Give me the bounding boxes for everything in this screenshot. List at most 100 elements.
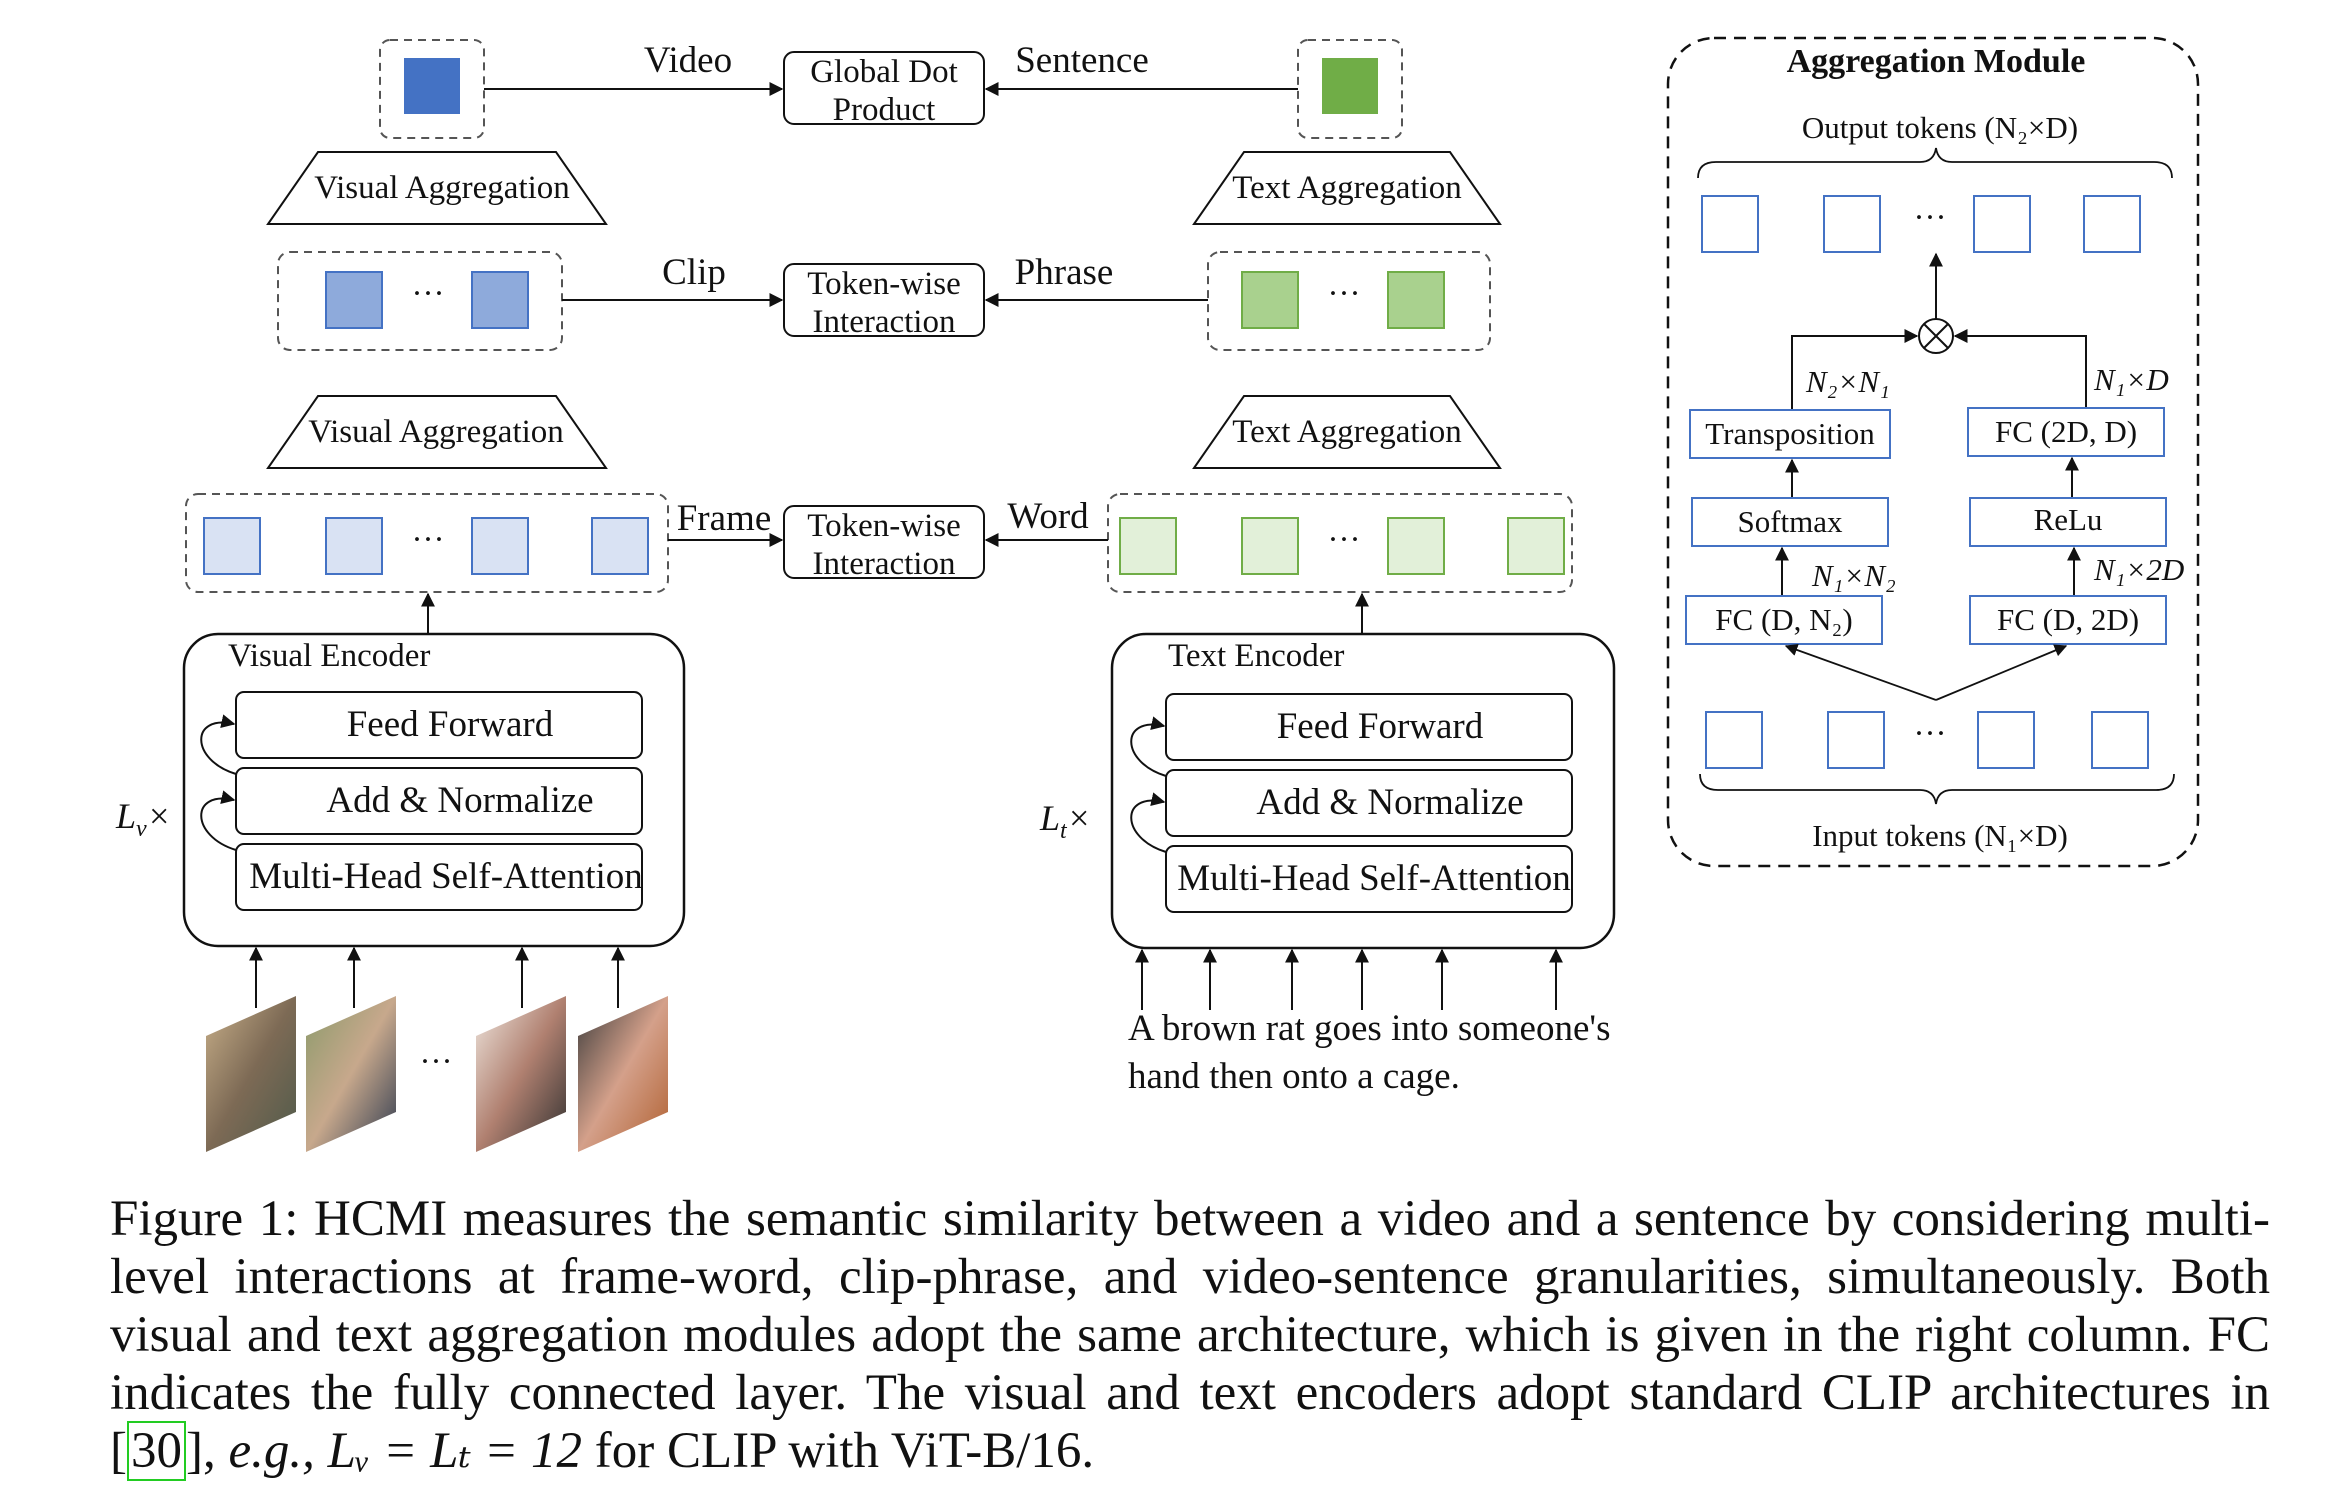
softmax-label: Softmax	[1737, 504, 1843, 539]
fc2dd-to-matmul-arrow	[1953, 329, 2087, 410]
clip-token	[325, 271, 383, 329]
input-ellipsis: ···	[1914, 716, 1947, 752]
frame-token	[203, 517, 261, 575]
frame-ellipsis: ···	[412, 522, 445, 558]
sentence-label: Sentence	[1015, 40, 1149, 81]
input-token	[1977, 711, 2035, 769]
visual-feed-forward-label: Feed Forward	[347, 704, 554, 745]
input-to-fcd2d-arrow	[1935, 644, 2068, 701]
video-token-frame	[379, 39, 485, 139]
clip-ellipsis: ···	[412, 276, 445, 312]
clip-label: Clip	[662, 252, 726, 293]
global-dot-product-line1: Global Dot	[810, 54, 958, 90]
relu-label: ReLu	[2034, 502, 2103, 537]
word-token	[1241, 517, 1299, 575]
visual-add-normalize-label: Add & Normalize	[326, 780, 593, 821]
output-tokens-label: Output tokens (N₂×D)	[1802, 110, 2078, 145]
video-frame-image	[476, 996, 566, 1152]
transposition-box	[1689, 409, 1891, 459]
frame-word-interaction-line1: Token-wise	[807, 508, 960, 544]
text-residual-arrow	[1130, 792, 1167, 853]
visual-layer-repeat: Lv×	[115, 796, 171, 842]
caption-text: for CLIP with ViT-B/16.	[582, 1423, 1095, 1479]
caption-text: ],	[185, 1423, 229, 1479]
input-token	[1827, 711, 1885, 769]
phrase-ellipsis: ···	[1328, 276, 1361, 312]
fc-2d-d-label: FC (2D, D)	[1995, 414, 2137, 449]
dim-n1n2: N₁×N₂	[1811, 558, 1896, 593]
word-label: Word	[1007, 496, 1089, 537]
phrase-token	[1241, 271, 1299, 329]
frame-word-interaction-box	[783, 505, 985, 579]
frame-token	[471, 517, 529, 575]
transposition-label: Transposition	[1705, 416, 1875, 451]
input-sentence-line2: hand then onto a cage.	[1128, 1056, 1460, 1097]
text-mhsa-box	[1165, 845, 1573, 913]
clip-phrase-interaction-box	[783, 263, 985, 337]
output-token	[1701, 195, 1759, 253]
citation-link[interactable]: 30	[126, 1421, 186, 1481]
sentence-token	[1322, 58, 1378, 114]
visual-mhsa-label: Multi-Head Self-Attention	[249, 856, 643, 897]
output-tokens-brace	[1697, 147, 2173, 179]
visual-aggregation-middle	[266, 395, 608, 469]
visual-residual-arrow	[200, 790, 237, 851]
word-token	[1119, 517, 1177, 575]
text-residual-arrow	[1130, 716, 1167, 777]
clip-token	[471, 271, 529, 329]
global-dot-product-box	[783, 51, 985, 125]
word-token	[1387, 517, 1445, 575]
aggregation-module-title: Aggregation Module	[1787, 43, 2086, 80]
text-mhsa-label: Multi-Head Self-Attention	[1177, 858, 1571, 899]
dim-n1d: N₁×D	[2093, 362, 2169, 397]
video-frame-image	[206, 996, 296, 1152]
dim-n2n1: N₂×N₁	[1805, 364, 1890, 399]
input-token	[1705, 711, 1763, 769]
text-add-normalize-label: Add & Normalize	[1256, 782, 1523, 823]
visual-add-normalize-box	[235, 767, 643, 835]
text-feed-forward-box	[1165, 693, 1573, 761]
visual-aggregation-top-label: Visual Aggregation	[314, 170, 570, 206]
input-token	[2091, 711, 2149, 769]
transposition-to-matmul-arrow	[1791, 329, 1919, 410]
frames-ellipsis: ···	[420, 1044, 453, 1080]
text-aggregation-middle	[1192, 395, 1502, 469]
video-frame-image	[306, 996, 396, 1152]
matmul-cross	[1923, 323, 1949, 349]
frame-token	[591, 517, 649, 575]
output-token	[1973, 195, 2031, 253]
fc-d-2d-label: FC (D, 2D)	[1997, 602, 2139, 637]
frame-tokens-frame	[185, 493, 669, 593]
phrase-token	[1387, 271, 1445, 329]
caption-formula: Lᵥ = Lₜ = 12	[314, 1423, 583, 1479]
frame-label: Frame	[677, 498, 772, 539]
word-token	[1507, 517, 1565, 575]
text-aggregation-top	[1192, 151, 1502, 225]
global-dot-product-line2: Product	[833, 92, 936, 128]
visual-aggregation-middle-label: Visual Aggregation	[308, 414, 564, 450]
softmax-box	[1691, 497, 1889, 547]
video-frame-image	[578, 996, 668, 1152]
word-ellipsis: ···	[1328, 522, 1361, 558]
text-add-normalize-box	[1165, 769, 1573, 837]
clip-phrase-interaction-line2: Interaction	[813, 304, 956, 340]
output-ellipsis: ···	[1914, 200, 1947, 236]
video-label: Video	[644, 40, 732, 81]
phrase-tokens-frame	[1207, 251, 1491, 351]
fc-d-2d-box	[1969, 595, 2167, 645]
visual-feed-forward-box	[235, 691, 643, 759]
output-token	[1823, 195, 1881, 253]
input-tokens-brace	[1699, 773, 2175, 805]
visual-encoder-title: Visual Encoder	[228, 638, 430, 674]
caption-text: Figure 1: HCMI measures the semantic sim…	[110, 1191, 2270, 1479]
text-aggregation-middle-label: Text Aggregation	[1232, 414, 1462, 450]
text-feed-forward-label: Feed Forward	[1277, 706, 1484, 747]
text-layer-repeat: Lt×	[1039, 798, 1091, 844]
input-tokens-label: Input tokens (N₁×D)	[1812, 818, 2068, 853]
caption-eg: e.g.,	[228, 1423, 315, 1479]
text-aggregation-top-label: Text Aggregation	[1232, 170, 1462, 206]
output-token	[2083, 195, 2141, 253]
fc-d-n2-label: FC (D, N₂)	[1715, 602, 1852, 637]
input-to-fcdn2-arrow	[1784, 643, 1937, 701]
relu-box	[1969, 497, 2167, 547]
